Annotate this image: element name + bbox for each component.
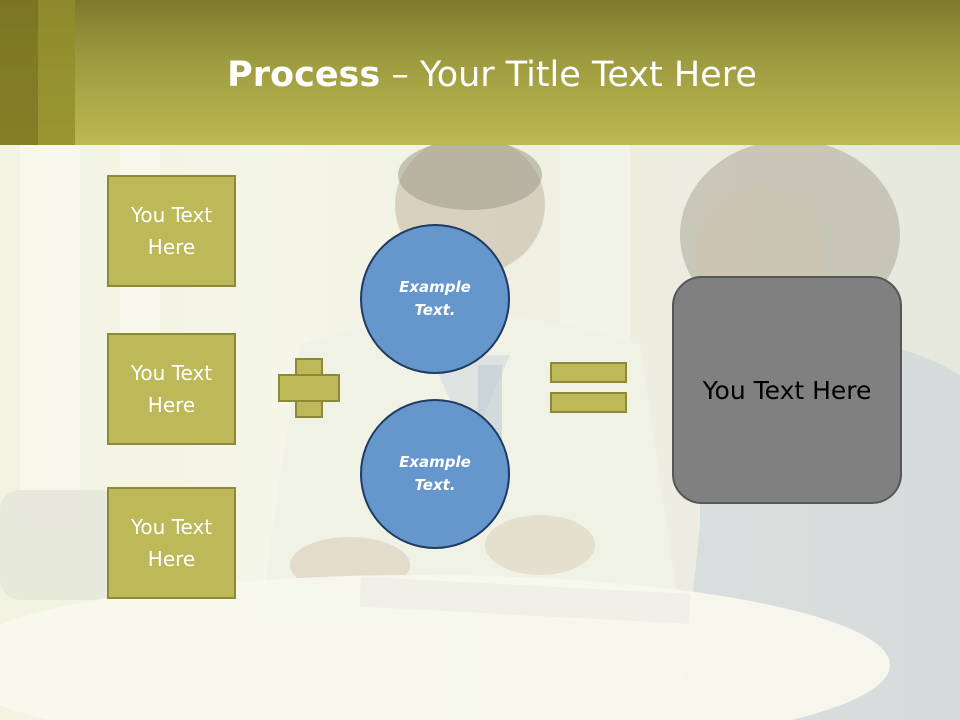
text-box-line: You Text [130,203,213,227]
title-bold: Process [227,55,381,95]
header-accent-stripe [0,0,38,145]
circle-2[interactable]: Example Text. [360,399,510,549]
text-box-3[interactable]: You Text Here [107,487,236,599]
header-accent-stripe [38,0,75,145]
text-box-line: Here [147,235,196,259]
plus-core [297,376,321,400]
circle-line: Example [399,453,471,471]
result-text: You Text Here [702,375,872,405]
text-box-2[interactable]: You Text Here [107,333,236,445]
slide-title[interactable]: Process – Your Title Text Here [0,52,960,98]
photo-illustration [0,145,960,720]
circle-line: Text. [414,301,456,319]
circle-line: Example [399,278,471,296]
text-box-line: You Text [130,515,213,539]
text-box-1[interactable]: You Text Here [107,175,236,287]
equals-top-bar [550,362,627,383]
header-band: Process – Your Title Text Here [0,0,960,145]
circle-1[interactable]: Example Text. [360,224,510,374]
text-box-line: You Text [130,361,213,385]
equals-bottom-bar [550,392,627,413]
title-rest: – Your Title Text Here [380,55,757,95]
circle-line: Text. [414,476,456,494]
text-box-line: Here [147,393,196,417]
text-box-line: Here [147,547,196,571]
result-box[interactable]: You Text Here [672,276,902,504]
